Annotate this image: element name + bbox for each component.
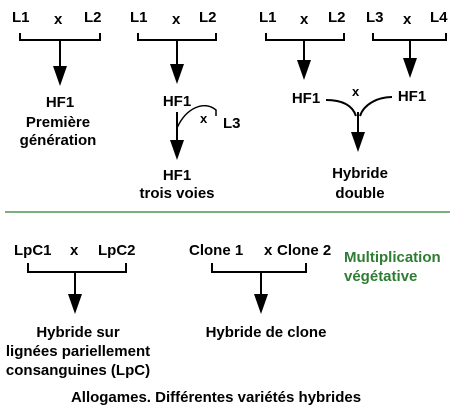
cross-2-left-parent: L1: [130, 9, 148, 26]
cross-4-result-line1: Hybride sur: [36, 324, 120, 341]
note-line1: Multiplication: [344, 249, 441, 266]
cross-3-parent-b: L2: [328, 9, 346, 26]
cross-1-result: HF1: [46, 94, 74, 111]
cross-3-parent-c: L3: [366, 9, 384, 26]
cross-1-left-parent: L1: [12, 9, 30, 26]
cross-3-parent-a: L1: [259, 9, 277, 26]
cross-2-cross-sign: x: [172, 11, 181, 28]
cross-5-right-parent: Clone 2: [277, 242, 331, 259]
cross-3-right-curve: [359, 96, 393, 117]
cross-4-left-parent: LpC1: [14, 242, 52, 259]
note-line2: végétative: [344, 268, 417, 285]
cross-1-cross-sign: x: [54, 11, 63, 28]
cross-3-parent-d: L4: [430, 9, 448, 26]
cross-2-bracket: [137, 33, 217, 66]
cross-5-arrowhead: [254, 294, 268, 314]
cross-3-right-bracket: [372, 33, 447, 60]
cross-4: LpC1 x LpC2 Hybride sur lignées parielle…: [6, 242, 150, 379]
cross-4-right-parent: LpC2: [98, 242, 136, 259]
cross-3: L1 x L2 L3 x L4 HF1 x HF1 Hybride double: [259, 9, 448, 202]
cross-5-result: Hybride de clone: [206, 324, 327, 341]
cross-5-bracket: [211, 263, 307, 296]
cross-4-result-line2: lignées pariellement: [6, 343, 150, 360]
cross-3-hf-right: HF1: [398, 88, 426, 105]
figure-caption: Allogames. Différentes variétés hybrides: [71, 389, 361, 406]
cross-3-right-arrowhead: [403, 58, 417, 78]
cross-2-final-line1: HF1: [163, 167, 191, 184]
cross-2-arrowhead-2: [170, 140, 184, 160]
cross-2-side-curve: [176, 105, 217, 129]
cross-3-hf-left: HF1: [292, 90, 320, 107]
cross-2-result: HF1: [163, 93, 191, 110]
cross-5: Clone 1 x Clone 2 Hybride de clone: [189, 242, 331, 341]
cross-3-final-arrowhead: [351, 132, 365, 152]
cross-3-final-line2: double: [335, 185, 384, 202]
cross-4-cross-sign: x: [70, 242, 79, 259]
cross-1-right-parent: L2: [84, 9, 102, 26]
cross-5-left-parent: Clone 1: [189, 242, 243, 259]
cross-2-right-parent: L2: [199, 9, 217, 26]
cross-3-left-curve: [325, 99, 357, 117]
cross-3-cross-sign-mid: x: [352, 84, 360, 99]
cross-3-left-bracket: [265, 33, 345, 62]
cross-4-result-line3: consanguines (LpC): [6, 362, 150, 379]
cross-3-final-line1: Hybride: [332, 165, 388, 182]
cross-4-arrowhead: [68, 294, 82, 314]
cross-4-bracket: [27, 263, 127, 296]
cross-2-cross-sign-2: x: [200, 111, 208, 126]
cross-1-arrowhead: [53, 66, 67, 86]
cross-2-third-parent: L3: [223, 115, 241, 132]
cross-3-cross-sign-c: x: [403, 11, 412, 28]
cross-2-final-line2: trois voies: [139, 185, 214, 202]
cross-1-note-line2: génération: [20, 132, 97, 149]
cross-5-cross-sign: x: [264, 242, 273, 259]
cross-1-note-line1: Première: [26, 114, 90, 131]
cross-1: L1 x L2 HF1 Première génération: [12, 9, 102, 149]
cross-3-cross-sign-a: x: [300, 11, 309, 28]
cross-1-bracket: [19, 33, 101, 68]
cross-3-left-arrowhead: [297, 60, 311, 80]
cross-2: L1 x L2 HF1 x L3 HF1 trois voies: [130, 9, 241, 202]
cross-2-arrowhead: [170, 64, 184, 84]
